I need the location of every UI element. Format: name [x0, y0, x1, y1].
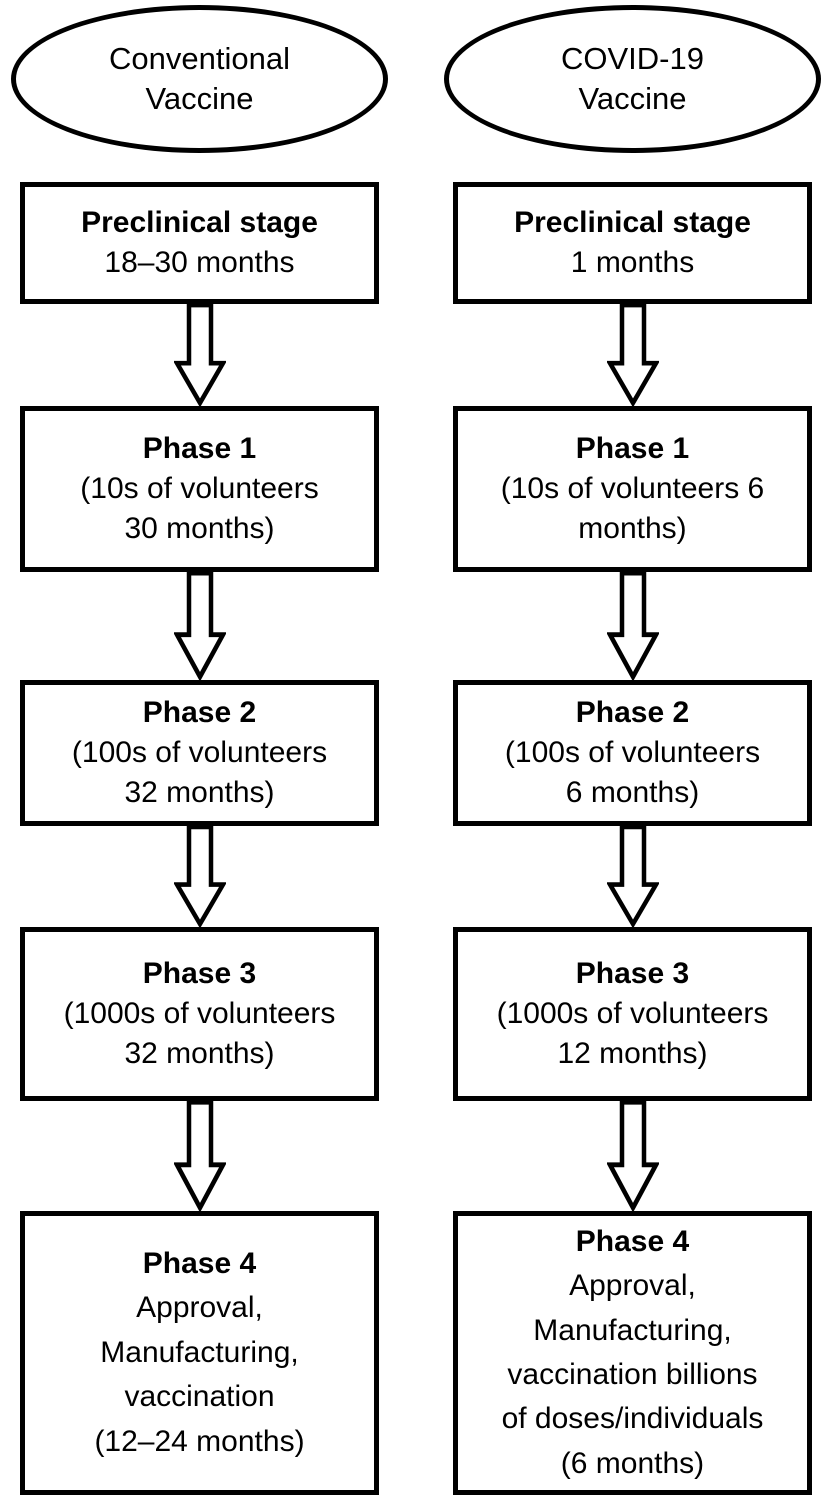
covid19-preclinical-box: Preclinical stage 1 months — [453, 182, 812, 304]
stage-title: Phase 2 — [142, 696, 257, 730]
covid19-vaccine-column: COVID-19 Vaccine Preclinical stage 1 mon… — [444, 5, 821, 1507]
covid19-phase2-box: Phase 2 (100s of volunteers 6 months) — [453, 680, 812, 826]
conventional-phase1-box: Phase 1 (10s of volunteers 30 months) — [20, 406, 379, 572]
stage-detail: Approval, Manufacturing, vaccination bil… — [501, 1269, 764, 1480]
stage-title: Phase 1 — [142, 432, 257, 466]
covid19-phase3-box: Phase 3 (1000s of volunteers 12 months) — [453, 927, 812, 1101]
stage-detail: Approval, Manufacturing, vaccination (12… — [94, 1291, 305, 1458]
conventional-vaccine-header-ellipse: Conventional Vaccine — [11, 5, 388, 153]
down-arrow-icon — [20, 304, 379, 406]
stage-detail: 1 months — [570, 246, 695, 279]
down-arrow-icon — [453, 572, 812, 680]
down-arrow-icon — [20, 572, 379, 680]
covid19-phase4-box: Phase 4 Approval, Manufacturing, vaccina… — [453, 1211, 812, 1495]
conventional-vaccine-column: Conventional Vaccine Preclinical stage 1… — [11, 5, 388, 1507]
stage-title: Phase 1 — [575, 432, 690, 466]
covid19-vaccine-header-ellipse: COVID-19 Vaccine — [444, 5, 821, 153]
stage-detail: (100s of volunteers 6 months) — [504, 736, 761, 809]
down-arrow-icon — [20, 1101, 379, 1211]
stage-detail: (10s of volunteers 30 months) — [80, 472, 319, 545]
stage-title: Phase 4 — [142, 1247, 257, 1281]
stage-detail: 18–30 months — [104, 246, 295, 279]
down-arrow-icon — [453, 1101, 812, 1211]
stage-title: Preclinical stage — [514, 206, 751, 240]
down-arrow-icon — [20, 826, 379, 927]
stage-detail: (100s of volunteers 32 months) — [71, 736, 328, 809]
conventional-phase2-box: Phase 2 (100s of volunteers 32 months) — [20, 680, 379, 826]
stage-title: Phase 3 — [142, 957, 257, 991]
stage-title: Preclinical stage — [81, 206, 318, 240]
conventional-preclinical-box: Preclinical stage 18–30 months — [20, 182, 379, 304]
stage-detail: (1000s of volunteers 12 months) — [496, 997, 769, 1070]
conventional-phase3-box: Phase 3 (1000s of volunteers 32 months) — [20, 927, 379, 1101]
stage-title: Phase 4 — [575, 1224, 690, 1258]
stage-title: Phase 3 — [575, 957, 690, 991]
down-arrow-icon — [453, 826, 812, 927]
down-arrow-icon — [453, 304, 812, 406]
stage-detail: (10s of volunteers 6 months) — [500, 472, 765, 545]
stage-detail: (1000s of volunteers 32 months) — [63, 997, 336, 1070]
stage-title: Phase 2 — [575, 696, 690, 730]
conventional-phase4-box: Phase 4 Approval, Manufacturing, vaccina… — [20, 1211, 379, 1495]
covid19-phase1-box: Phase 1 (10s of volunteers 6 months) — [453, 406, 812, 572]
